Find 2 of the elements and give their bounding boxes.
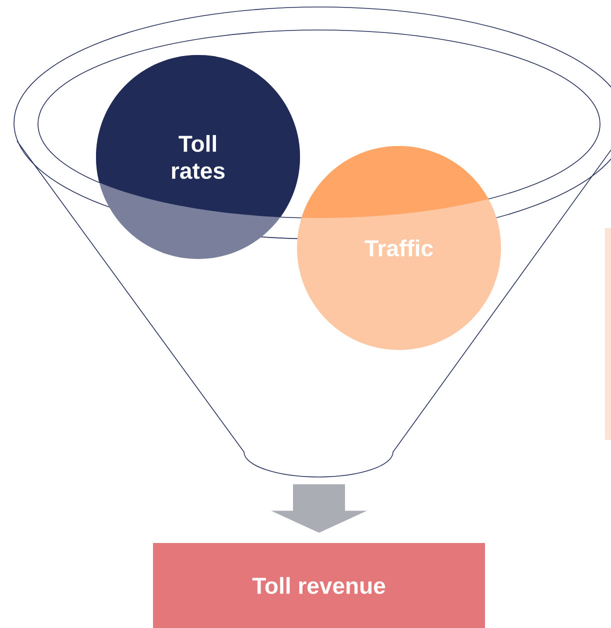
block-arrow (271, 484, 367, 533)
result-box: Toll revenue (153, 543, 485, 628)
